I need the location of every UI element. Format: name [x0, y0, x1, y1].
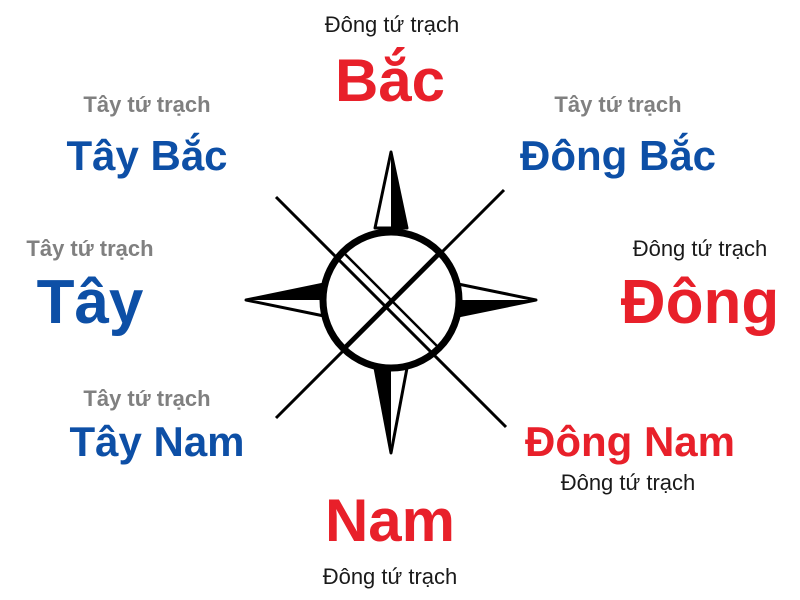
southwest-group-label: Tây tứ trạch	[83, 386, 211, 411]
northwest-direction-label: Tây Bắc	[66, 132, 228, 179]
northeast-group-label: Tây tứ trạch	[554, 92, 682, 117]
north-group-label: Đông tứ trạch	[324, 12, 460, 37]
west-group-label: Tây tứ trạch	[26, 236, 154, 261]
north-direction-label: Bắc	[334, 47, 446, 114]
northeast-direction-label: Đông Bắc	[519, 132, 716, 179]
southwest-direction-label: Tây Nam	[69, 418, 245, 465]
diagonal-line-nw-se	[274, 195, 508, 429]
east-group-label: Đông tứ trạch	[632, 236, 768, 261]
northwest-group-label: Tây tứ trạch	[83, 92, 211, 117]
compass-ring	[319, 228, 463, 372]
south-group-label: Đông tứ trạch	[322, 564, 458, 589]
southeast-direction-label: Đông Nam	[525, 418, 735, 465]
west-direction-label: Tây	[36, 268, 144, 337]
diagonal-line-ne-sw	[274, 188, 506, 420]
east-direction-label: Đông	[620, 268, 780, 337]
south-direction-label: Nam	[324, 487, 456, 554]
southeast-group-label: Đông tứ trạch	[560, 470, 696, 495]
